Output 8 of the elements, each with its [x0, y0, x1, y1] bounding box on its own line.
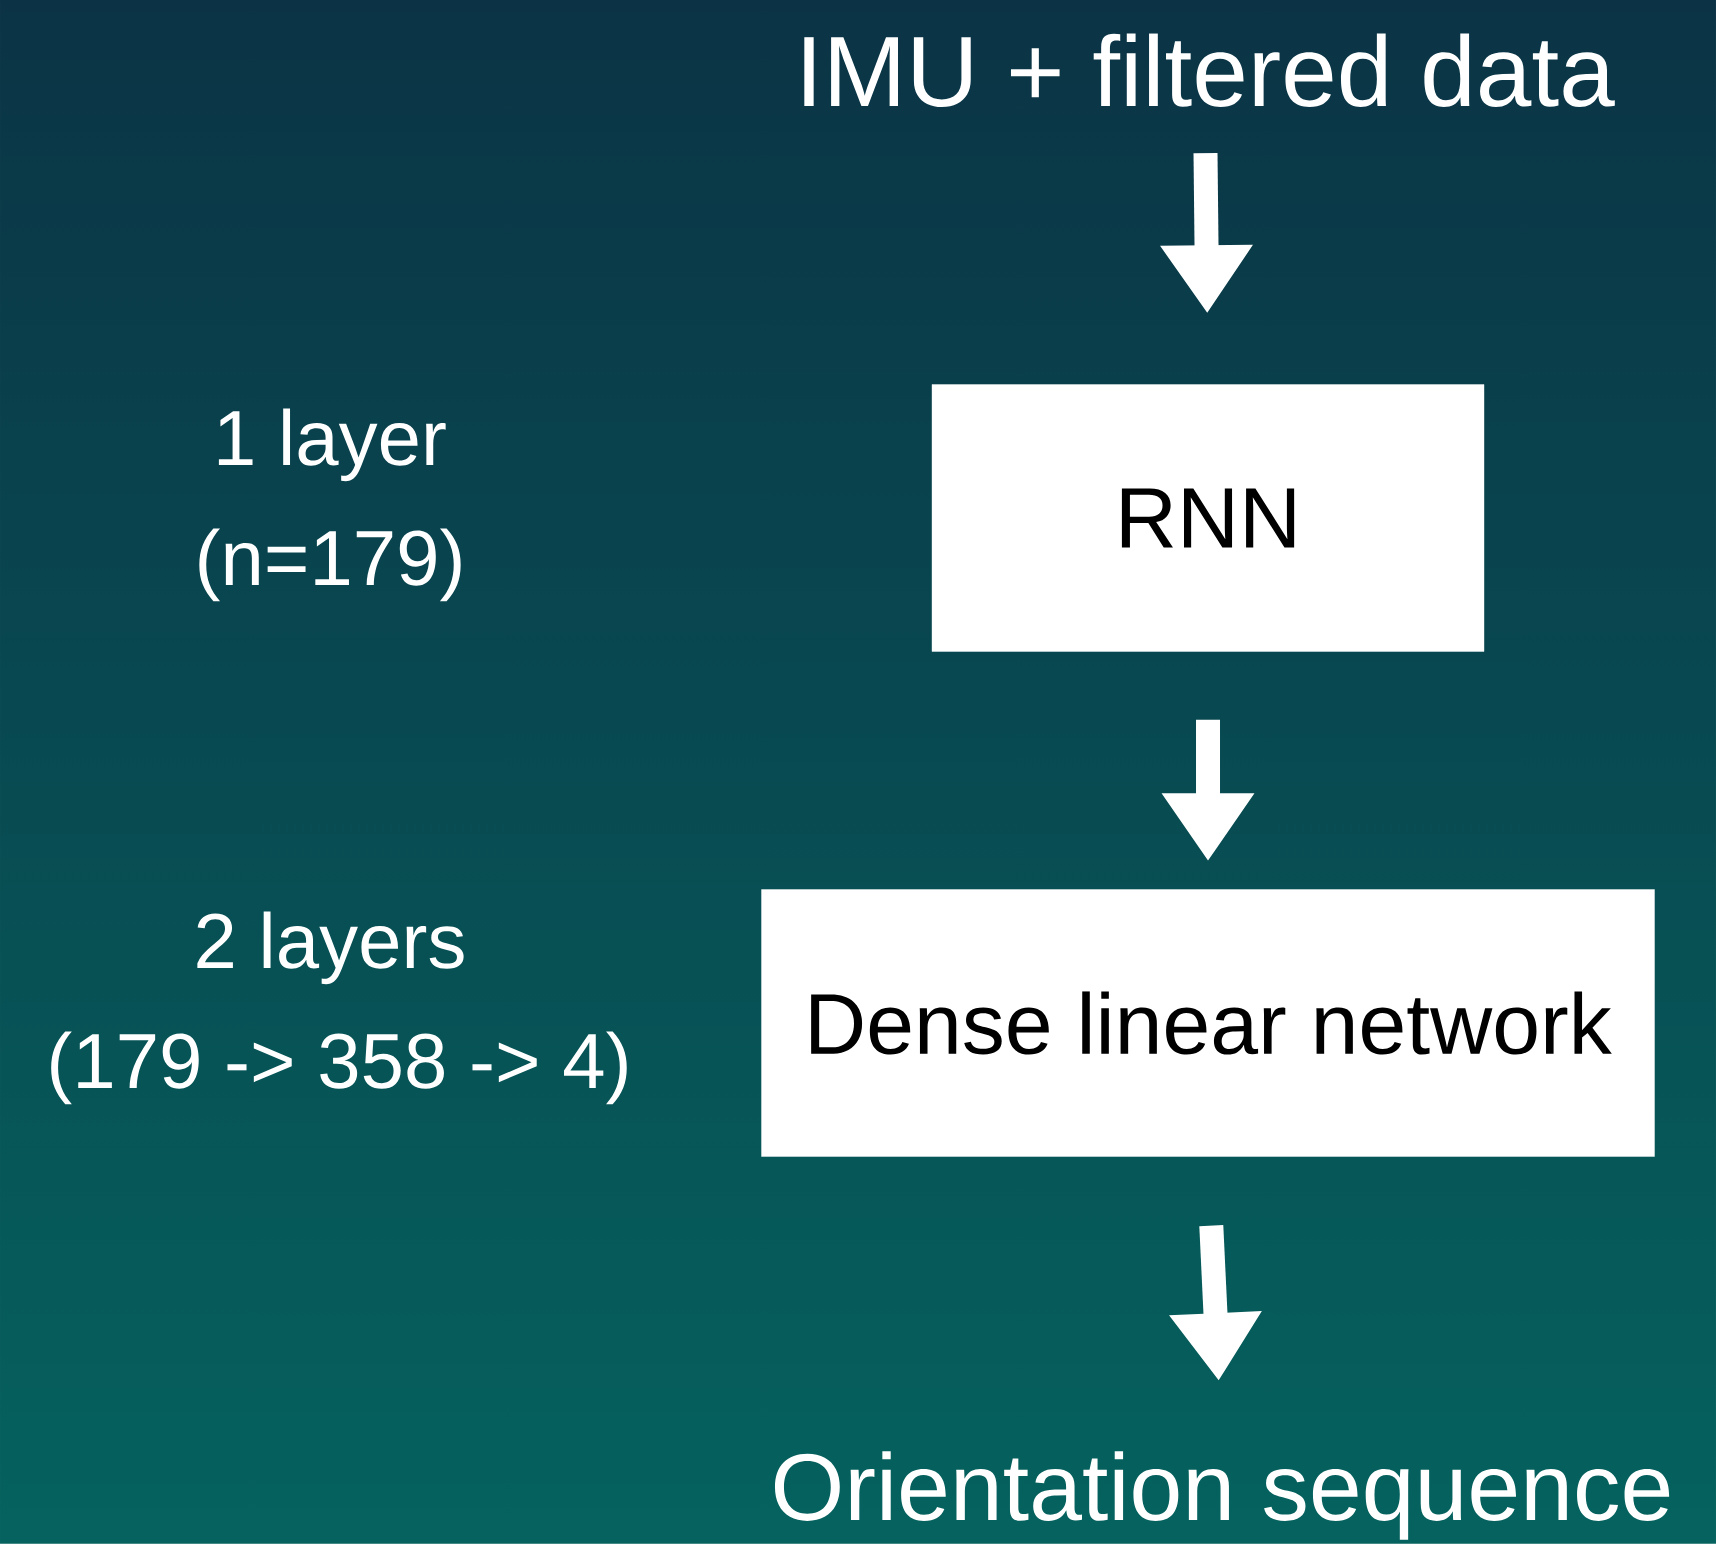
flow-text: Orientation sequence [774, 1451, 1670, 1540]
flow-text: IMU + filtered data [804, 33, 1615, 107]
layer-note: 1 layer [218, 408, 446, 482]
layer-note: 2 layers [197, 911, 464, 985]
process-box: RNN [931, 384, 1485, 652]
layer-note: (179 -> 358 -> 4) [51, 1031, 627, 1105]
layer-note: (n=179) [199, 528, 461, 602]
process-box: Dense linear network [761, 889, 1655, 1157]
